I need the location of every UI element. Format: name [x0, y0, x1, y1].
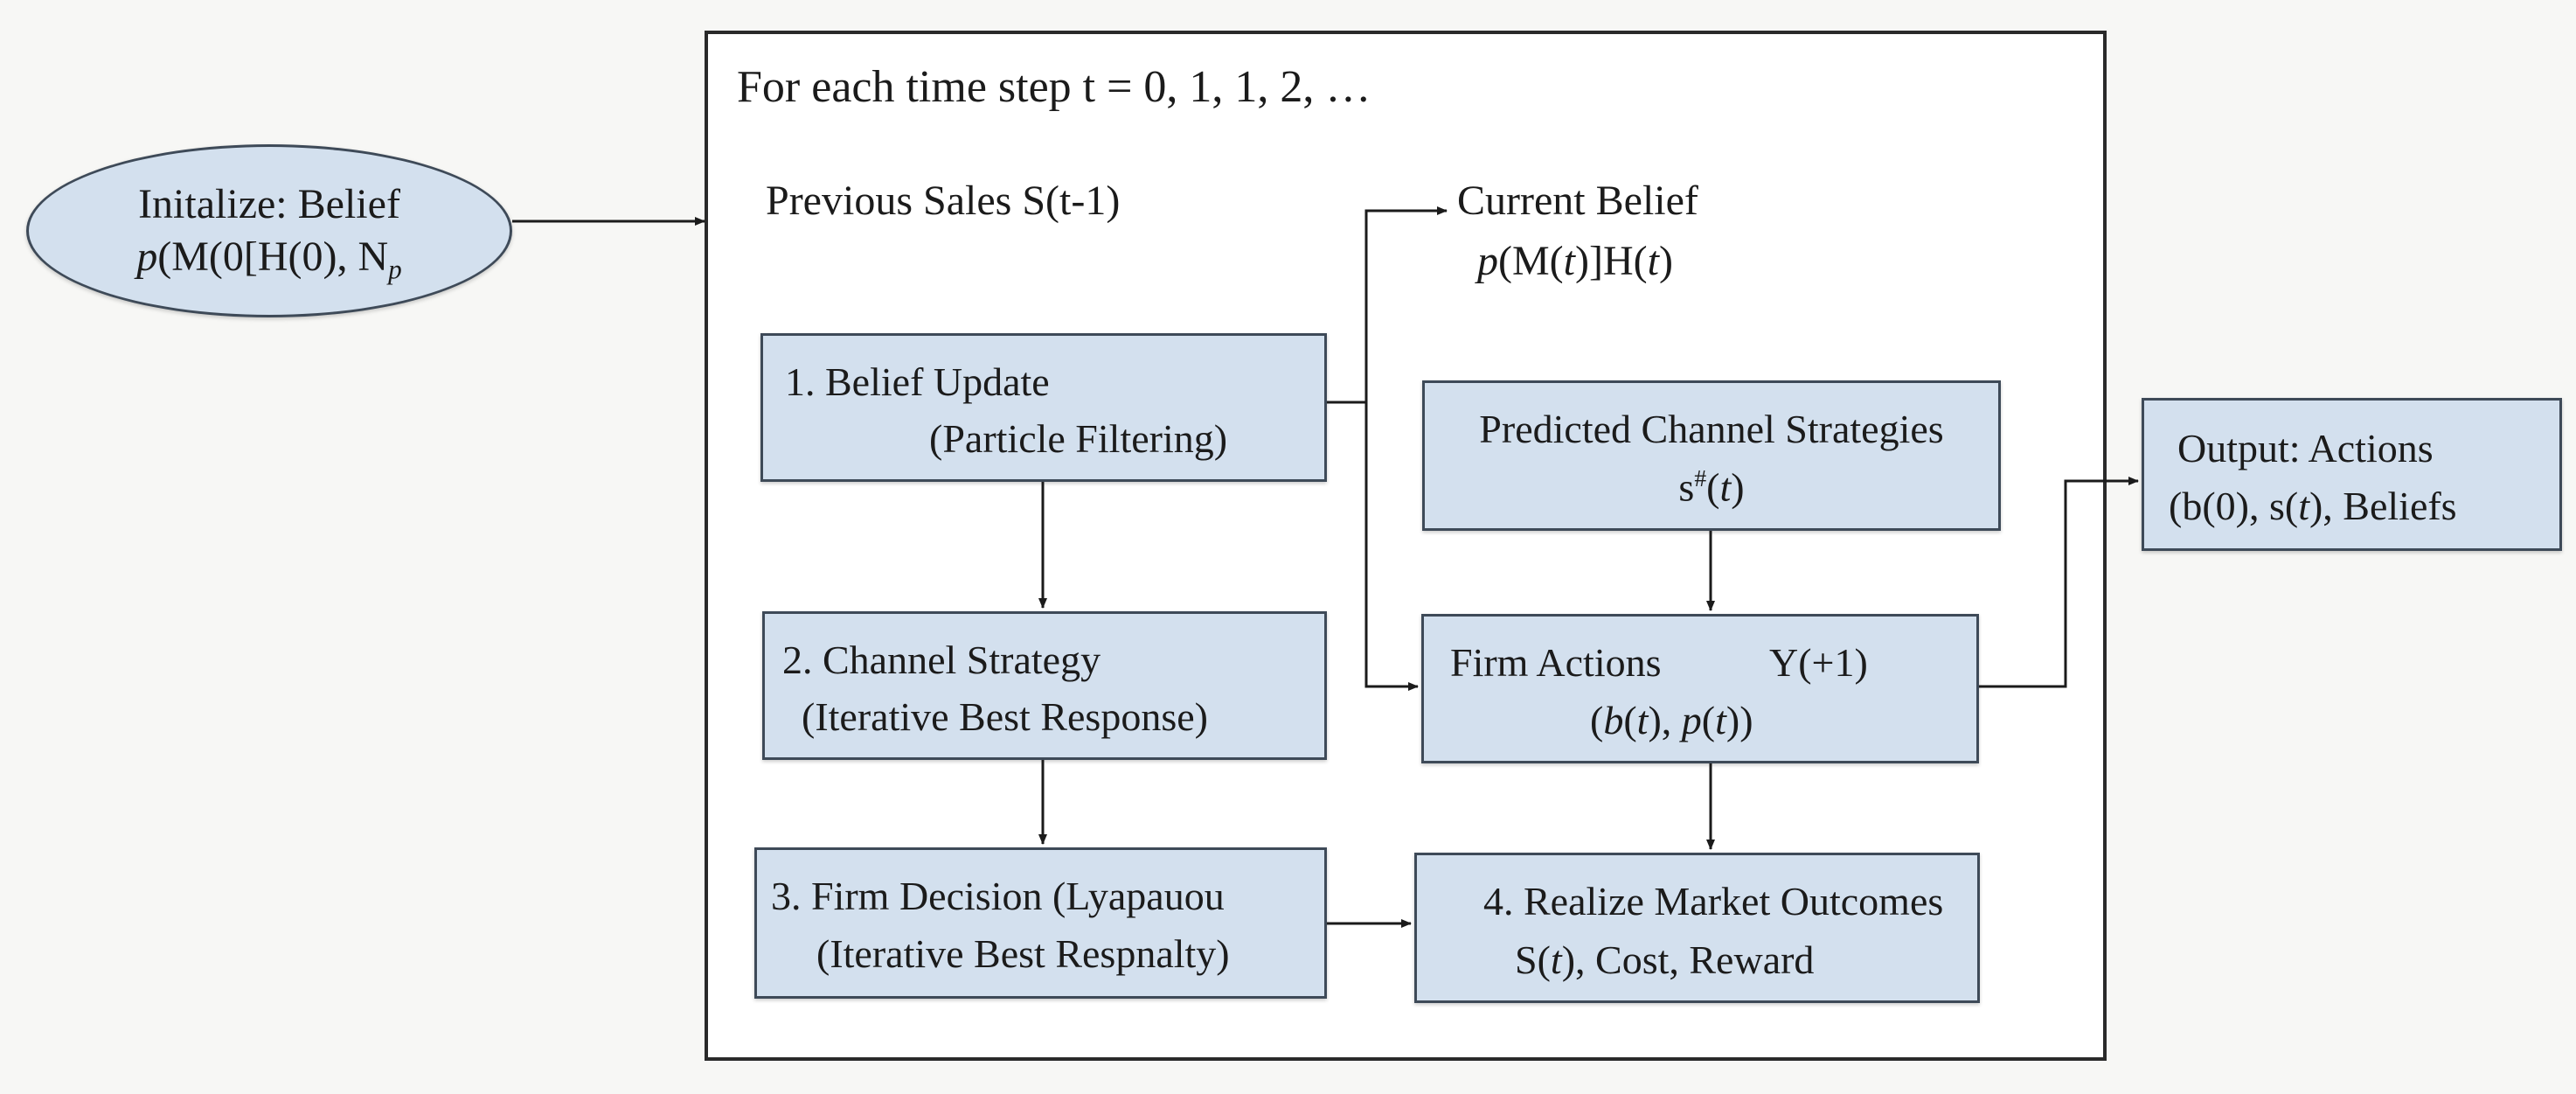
- predicted-strategies-box: Predicted Channel Strategies s#(t): [1422, 380, 2001, 531]
- current-belief-label: Current Belief: [1457, 178, 1698, 224]
- firm-actions-box: Firm Actions Y(+1) (b(t), p(t)): [1421, 614, 1979, 763]
- channel-strategy-method: (Iterative Best Response): [802, 694, 1208, 739]
- firm-decision-method: (Iterative Best Respnalty): [816, 931, 1230, 976]
- firm-actions-formula: (b(t), p(t)): [1590, 698, 1753, 742]
- firm-actions-title: Firm Actions: [1450, 640, 1662, 685]
- output-box: Output: Actions (b(0), s(t), Beliefs: [2142, 398, 2562, 551]
- belief-update-box: 1. Belief Update (Particle Filtering): [760, 333, 1327, 482]
- firm-actions-annotation: Y(+1): [1769, 640, 1868, 685]
- predicted-strategies-formula: s#(t): [1678, 464, 1745, 510]
- channel-strategy-box: 2. Channel Strategy (Iterative Best Resp…: [762, 611, 1327, 760]
- channel-strategy-title: 2. Channel Strategy: [782, 638, 1101, 682]
- arrow-update-to-firm-actions: [1364, 402, 1419, 691]
- arrow-update-to-current-belief: [1327, 206, 1448, 404]
- firm-decision-box: 3. Firm Decision (Lyapauou (Iterative Be…: [754, 847, 1327, 999]
- belief-update-title: 1. Belief Update: [785, 359, 1050, 404]
- belief-update-method: (Particle Filtering): [929, 416, 1228, 461]
- output-title: Output: Actions: [2177, 426, 2434, 470]
- previous-sales-label: Previous Sales S(t-1): [766, 178, 1121, 224]
- realize-outcomes-title: 4. Realize Market Outcomes: [1483, 879, 1944, 923]
- realize-outcomes-box: 4. Realize Market Outcomes S(t), Cost, R…: [1414, 853, 1980, 1003]
- initialize-belief-node: Initalize: Belief p(M(0[H(0), Np: [26, 144, 512, 317]
- initialize-formula: p(M(0[H(0), Np: [136, 233, 402, 285]
- firm-decision-title: 3. Firm Decision (Lyapauou: [771, 874, 1225, 918]
- output-formula: (b(0), s(t), Beliefs: [2169, 484, 2457, 528]
- arrow-firm-actions-to-output: [1979, 477, 2139, 688]
- realize-outcomes-formula: S(t), Cost, Reward: [1515, 937, 1815, 982]
- loop-label: For each time step t = 0, 1, 1, 2, …: [737, 62, 1371, 112]
- current-belief-formula: p(M(t)]H(t): [1477, 238, 1673, 284]
- initialize-title: Initalize: Belief: [138, 181, 400, 227]
- predicted-strategies-title: Predicted Channel Strategies: [1479, 407, 1944, 451]
